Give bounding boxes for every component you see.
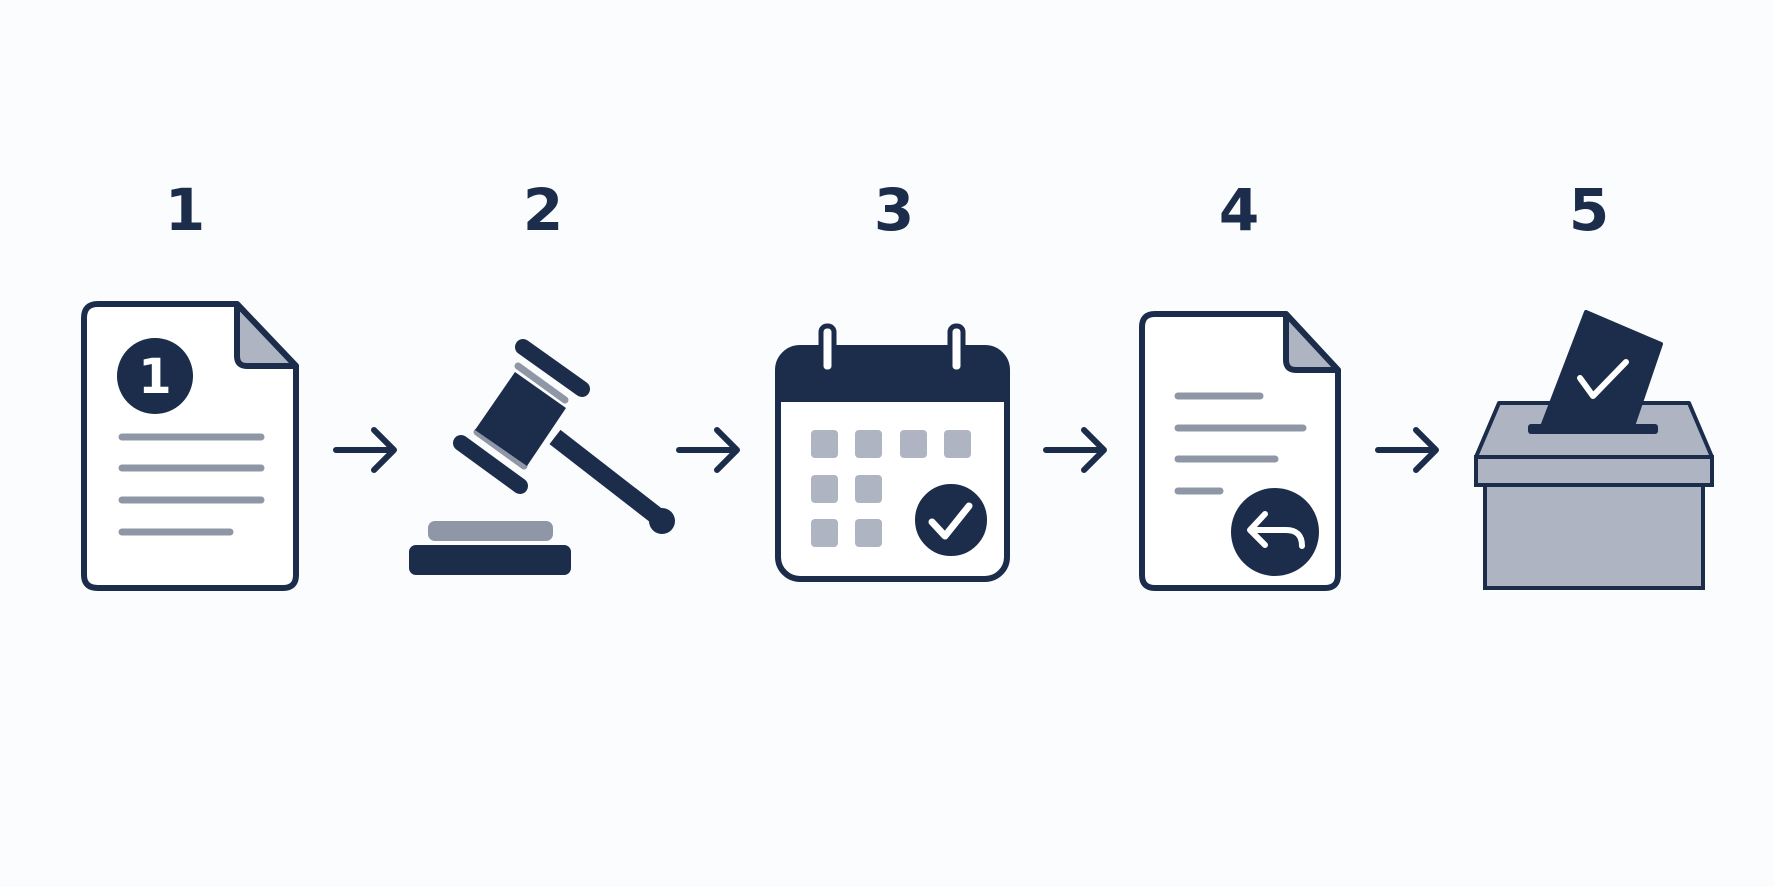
arrow-right-icon [1375,427,1439,473]
step-number-5: 5 [1568,176,1610,244]
return-arrow-icon [1247,511,1305,549]
step-number-4: 4 [1218,176,1260,244]
step-number-2: 2 [522,176,564,244]
calendar-check-icon [775,323,1010,582]
ballot-box-icon [1474,310,1714,590]
gavel-icon [409,339,675,575]
step-number-1: 1 [164,176,206,244]
arrow-right-icon [1043,427,1107,473]
arrow-right-icon [333,427,397,473]
number-badge-label: 1 [138,349,171,405]
step-number-3: 3 [873,176,915,244]
document-return-icon [1139,311,1341,591]
numbered-document-icon: 1 [81,301,299,591]
number-badge [117,338,193,414]
arrow-right-icon [676,427,740,473]
